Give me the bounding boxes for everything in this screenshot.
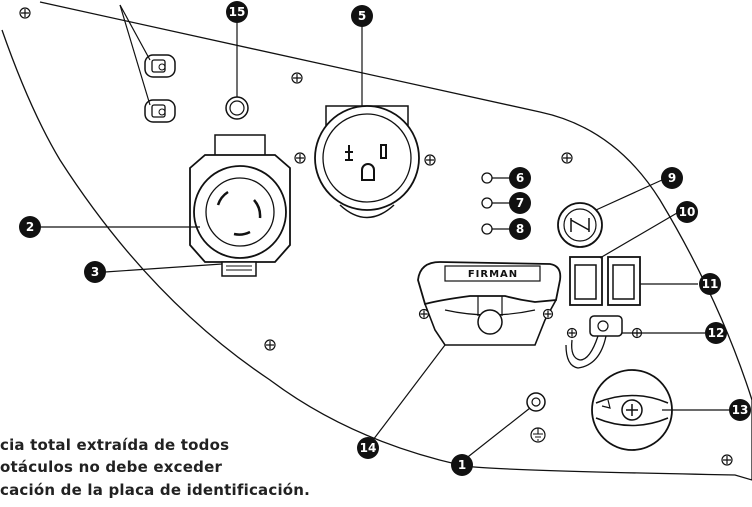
screw-icon: [19, 7, 31, 19]
screw-icon: [424, 154, 436, 166]
screw-icon: [291, 72, 303, 84]
caption-line-3: cación de la placa de identificación.: [0, 481, 311, 499]
knob-icon: [557, 202, 603, 248]
callout-5: 5: [351, 5, 373, 27]
callout-label: 10: [679, 205, 696, 219]
screw-icon: [418, 308, 430, 320]
callout-2: 2: [19, 216, 41, 238]
callout-11: 11: [699, 273, 721, 295]
callout-9: 9: [661, 167, 683, 189]
callout-label: 5: [358, 9, 366, 23]
callout-label: 6: [516, 171, 524, 185]
fuel-cap-icon: [591, 369, 673, 451]
screw-icon: [561, 152, 573, 164]
breaker-icon: [144, 54, 176, 78]
led-indicator-icon: [481, 223, 493, 235]
callout-label: 2: [26, 220, 34, 234]
callout-label: 7: [516, 196, 524, 210]
callout-10: 10: [676, 201, 698, 223]
brand-label: FIRMAN: [468, 269, 518, 280]
callout-label: 12: [708, 326, 725, 340]
callout-14: 14: [357, 437, 379, 459]
callout-label: 1: [458, 458, 466, 472]
callout-8: 8: [509, 218, 531, 240]
screw-icon: [721, 454, 733, 466]
dc-breaker-icon: [565, 315, 623, 369]
led-indicator-icon: [481, 172, 493, 184]
callout-label: 8: [516, 222, 524, 236]
caption-line-2: otáculos no debe exceder: [0, 458, 223, 476]
ground-symbol-icon: [530, 427, 546, 443]
caption-line-1: cia total extraída de todos: [0, 436, 230, 454]
screw-icon: [264, 339, 276, 351]
callout-label: 13: [732, 403, 749, 417]
callout-13: 13: [729, 399, 751, 421]
ground-terminal-icon: [526, 392, 546, 412]
breaker-icon: [144, 99, 176, 123]
twist-lock-outlet-icon: [189, 134, 291, 277]
callout-label: 11: [702, 277, 719, 291]
callout-label: 14: [360, 441, 377, 455]
led-indicator-icon: [481, 197, 493, 209]
callout-1: 1: [451, 454, 473, 476]
callout-12: 12: [705, 322, 727, 344]
rocker-switch-icon: [569, 256, 603, 306]
handle-icon: [417, 261, 562, 346]
callout-15: 15: [226, 1, 248, 23]
outlet-30a-icon: [314, 105, 420, 219]
callout-label: 3: [91, 265, 99, 279]
screw-icon: [542, 308, 554, 320]
screw-icon: [566, 327, 578, 339]
callout-7: 7: [509, 192, 531, 214]
screw-icon: [294, 152, 306, 164]
callout-label: 9: [668, 171, 676, 185]
callout-6: 6: [509, 167, 531, 189]
callout-label: 15: [229, 5, 246, 19]
reset-button-icon: [225, 96, 249, 120]
callout-3: 3: [84, 261, 106, 283]
rocker-switch-icon: [607, 256, 641, 306]
